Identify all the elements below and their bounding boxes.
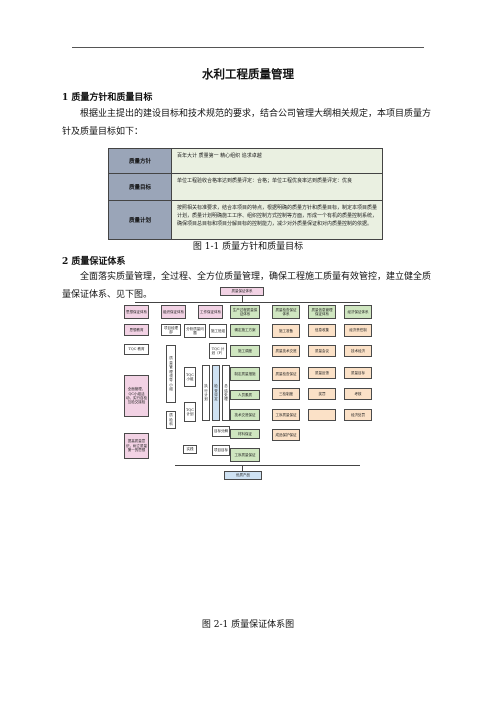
section-2-heading: 2 质量保证体系 bbox=[62, 257, 126, 267]
diagram-box: 检查评定 bbox=[212, 365, 220, 421]
diagram-box: TQC 计划 bbox=[184, 402, 196, 422]
diagram-box: 项目目标 bbox=[212, 445, 230, 456]
connector bbox=[242, 465, 243, 471]
diagram-box: 材料保证 bbox=[230, 429, 260, 439]
diagram-box: 经济处罚 bbox=[344, 409, 372, 421]
row-label: 质量目标 bbox=[109, 174, 172, 200]
diagram-box: 制定质量措施 bbox=[230, 367, 260, 381]
diagram-box: 奖罚 bbox=[308, 388, 336, 400]
diagram-bottom-box: 优质产品 bbox=[224, 471, 262, 480]
row-content: 按照相关标准要求，结合本项目的特点，根据明确的质量方针和质量目标，制定本项目质量… bbox=[172, 201, 382, 239]
diagram-box: TQC 小组 bbox=[184, 367, 196, 387]
diagram-box: 确定施工方案 bbox=[230, 324, 260, 337]
diagram-box: 质量反馈 bbox=[308, 367, 336, 379]
connector bbox=[135, 302, 360, 303]
diagram-box: 施工调度 bbox=[230, 345, 260, 357]
diagram-box: 总结处理 bbox=[222, 365, 230, 421]
column-header: 质量检查保证体系 bbox=[272, 305, 300, 319]
diagram-box: 目标分解 bbox=[212, 426, 230, 437]
section-1-paragraph: 根据业主提出的建设目标和技术规范的要求，结合公司管理大纲相关规定，本项目质量方针… bbox=[62, 109, 432, 137]
column-header: 工作保证体系 bbox=[198, 305, 223, 319]
diagram-box: 分析质量问题 bbox=[184, 324, 206, 338]
section-2-paragraph: 全面落实质量管理，全过程、全方位质量管理，确保工程施工质量有效管控，建立健全质量… bbox=[62, 272, 432, 300]
diagram-box: 工序质量保证 bbox=[230, 448, 260, 462]
column-header: 生产过程质量保证体系 bbox=[230, 305, 260, 319]
diagram-box: 施工准备 bbox=[272, 324, 300, 338]
diagram-box: 施工班组 bbox=[209, 324, 227, 338]
diagram-box: 成品保护保证 bbox=[272, 429, 300, 441]
row-label: 质量方针 bbox=[109, 149, 172, 173]
diagram-box: 项目经理部 bbox=[161, 324, 181, 336]
diagram-box: 三检制度 bbox=[272, 388, 300, 400]
diagram-box: 质量管理领导小组 bbox=[166, 345, 176, 403]
column-header: 组织保证体系 bbox=[161, 305, 186, 319]
diagram-top-box: 质量保证体系 bbox=[220, 287, 264, 296]
diagram-box: 质检科 bbox=[166, 411, 176, 429]
connector bbox=[242, 296, 243, 302]
diagram-box: 人员素质 bbox=[230, 390, 260, 400]
figure-2-caption: 图 2-1 质量保证体系图 bbox=[201, 620, 295, 630]
table-row: 质量方针 百年大计 质量第一 精心组织 追求卓越 bbox=[109, 149, 382, 174]
column-header: 经济保证体系 bbox=[344, 305, 372, 319]
doc-title: 水利工程质量管理 bbox=[202, 67, 294, 81]
connector bbox=[175, 465, 360, 466]
diagram-box: TQC 计划（P） bbox=[209, 343, 227, 359]
diagram-box: 经济责任制 bbox=[344, 324, 372, 337]
diagram-box: 质量会议 bbox=[308, 345, 336, 357]
section-1-heading: 1 质量方针和质量目标 bbox=[62, 93, 153, 103]
table-row: 质量目标 单位工程验收合格率达到质量评定：合格；单位工程优良率达到质量评定：优良 bbox=[109, 174, 382, 201]
diagram-box: 质量技术交底 bbox=[272, 345, 300, 357]
diagram-box: 技术经济 bbox=[344, 345, 372, 357]
diagram-box: 技术交底保证 bbox=[230, 409, 260, 421]
header-rule bbox=[72, 47, 424, 48]
diagram-box: TQC 教育 bbox=[124, 344, 149, 355]
diagram-box: 考核 bbox=[344, 388, 372, 400]
diagram-box: 提高质量意识，树立质量第一的思想 bbox=[124, 433, 149, 459]
row-label: 质量计划 bbox=[109, 201, 172, 239]
row-content: 单位工程验收合格率达到质量评定：合格；单位工程优良率达到质量评定：优良 bbox=[172, 174, 382, 200]
quality-policy-table: 质量方针 百年大计 质量第一 精心组织 追求卓越 质量目标 单位工程验收合格率达… bbox=[108, 148, 383, 240]
row-content: 百年大计 质量第一 精心组织 追求卓越 bbox=[172, 149, 382, 173]
diagram-box: 实践 bbox=[183, 445, 197, 454]
diagram-box: 思想教育 bbox=[124, 324, 149, 336]
diagram-box: 全面管理，QC小组活动，实行自检互检交接检 bbox=[124, 375, 149, 417]
diagram-box: 质量检查保证 bbox=[272, 367, 300, 381]
diagram-box: 质量目标 bbox=[344, 367, 372, 379]
figure-1-caption: 图 1-1 质量方针和质量目标 bbox=[192, 242, 304, 252]
diagram-box: 执行计划 bbox=[202, 365, 210, 421]
diagram-box: 信息收集 bbox=[308, 324, 336, 337]
column-header: 思想保证体系 bbox=[124, 305, 149, 319]
column-header: 质量信息管理保证体系 bbox=[308, 305, 336, 319]
diagram-box bbox=[308, 409, 336, 421]
table-row: 质量计划 按照相关标准要求，结合本项目的特点，根据明确的质量方针和质量目标，制定… bbox=[109, 201, 382, 239]
quality-assurance-diagram: 质量保证体系 思想保证体系 组织保证体系 工作保证体系 生产过程质量保证体系 质… bbox=[120, 287, 376, 607]
diagram-box: 工序质量保证 bbox=[272, 409, 300, 421]
